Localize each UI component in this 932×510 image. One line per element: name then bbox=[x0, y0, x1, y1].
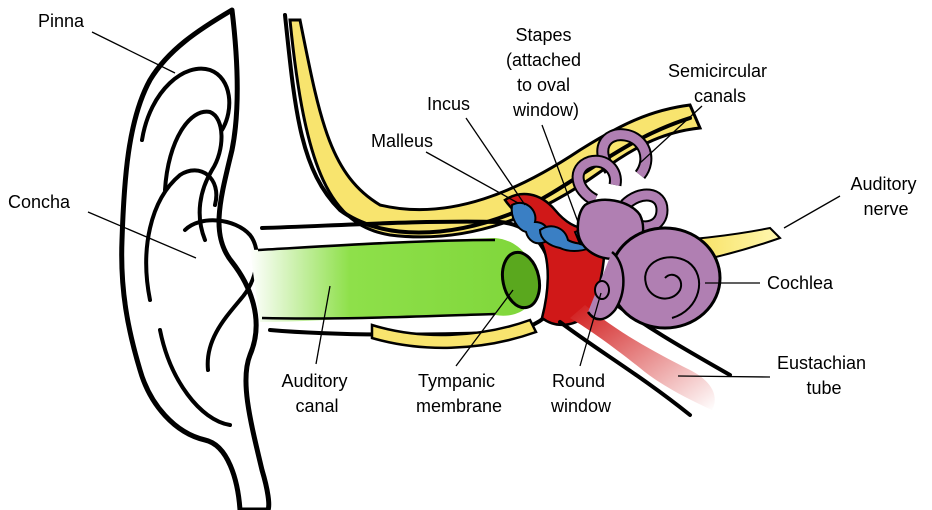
label-auditory-canal-line2: canal bbox=[295, 396, 338, 416]
label-cochlea: Cochlea bbox=[767, 273, 834, 293]
label-auditory-canal-line1: Auditory bbox=[281, 371, 347, 391]
label-semicircular-canals: Semicircular canals bbox=[668, 61, 772, 106]
label-eustachian-tube-line1: Eustachian bbox=[777, 353, 866, 373]
label-stapes: Stapes (attached to oval window) bbox=[506, 25, 586, 120]
label-concha: Concha bbox=[8, 192, 71, 212]
label-auditory-nerve: Auditory nerve bbox=[850, 174, 921, 219]
label-stapes-line2: (attached bbox=[506, 50, 581, 70]
label-malleus: Malleus bbox=[371, 131, 433, 151]
label-auditory-canal: Auditory canal bbox=[281, 371, 352, 416]
pinna bbox=[122, 10, 269, 510]
temporal-bone bbox=[290, 20, 700, 237]
label-round-window-line1: Round bbox=[552, 371, 605, 391]
label-semicircular-canals-line1: Semicircular bbox=[668, 61, 767, 81]
label-round-window-line2: window bbox=[550, 396, 612, 416]
label-eustachian-tube-line2: tube bbox=[806, 378, 841, 398]
label-stapes-line1: Stapes bbox=[515, 25, 571, 45]
label-stapes-line4: window) bbox=[512, 100, 579, 120]
lower-bone bbox=[372, 320, 536, 348]
label-tympanic-membrane-line2: membrane bbox=[416, 396, 502, 416]
label-tympanic-membrane-line1: Tympanic bbox=[418, 371, 495, 391]
label-pinna: Pinna bbox=[38, 11, 85, 31]
label-incus: Incus bbox=[427, 94, 470, 114]
label-eustachian-tube: Eustachian tube bbox=[777, 353, 871, 398]
label-round-window: Round window bbox=[550, 371, 612, 416]
pinna-outer bbox=[122, 10, 269, 510]
label-tympanic-membrane: Tympanic membrane bbox=[416, 371, 502, 416]
label-semicircular-canals-line2: canals bbox=[694, 86, 746, 106]
label-auditory-nerve-line1: Auditory bbox=[850, 174, 916, 194]
label-auditory-nerve-line2: nerve bbox=[863, 199, 908, 219]
round-window bbox=[595, 281, 609, 299]
label-stapes-line3: to oval bbox=[517, 75, 570, 95]
auditory-canal bbox=[250, 238, 535, 322]
